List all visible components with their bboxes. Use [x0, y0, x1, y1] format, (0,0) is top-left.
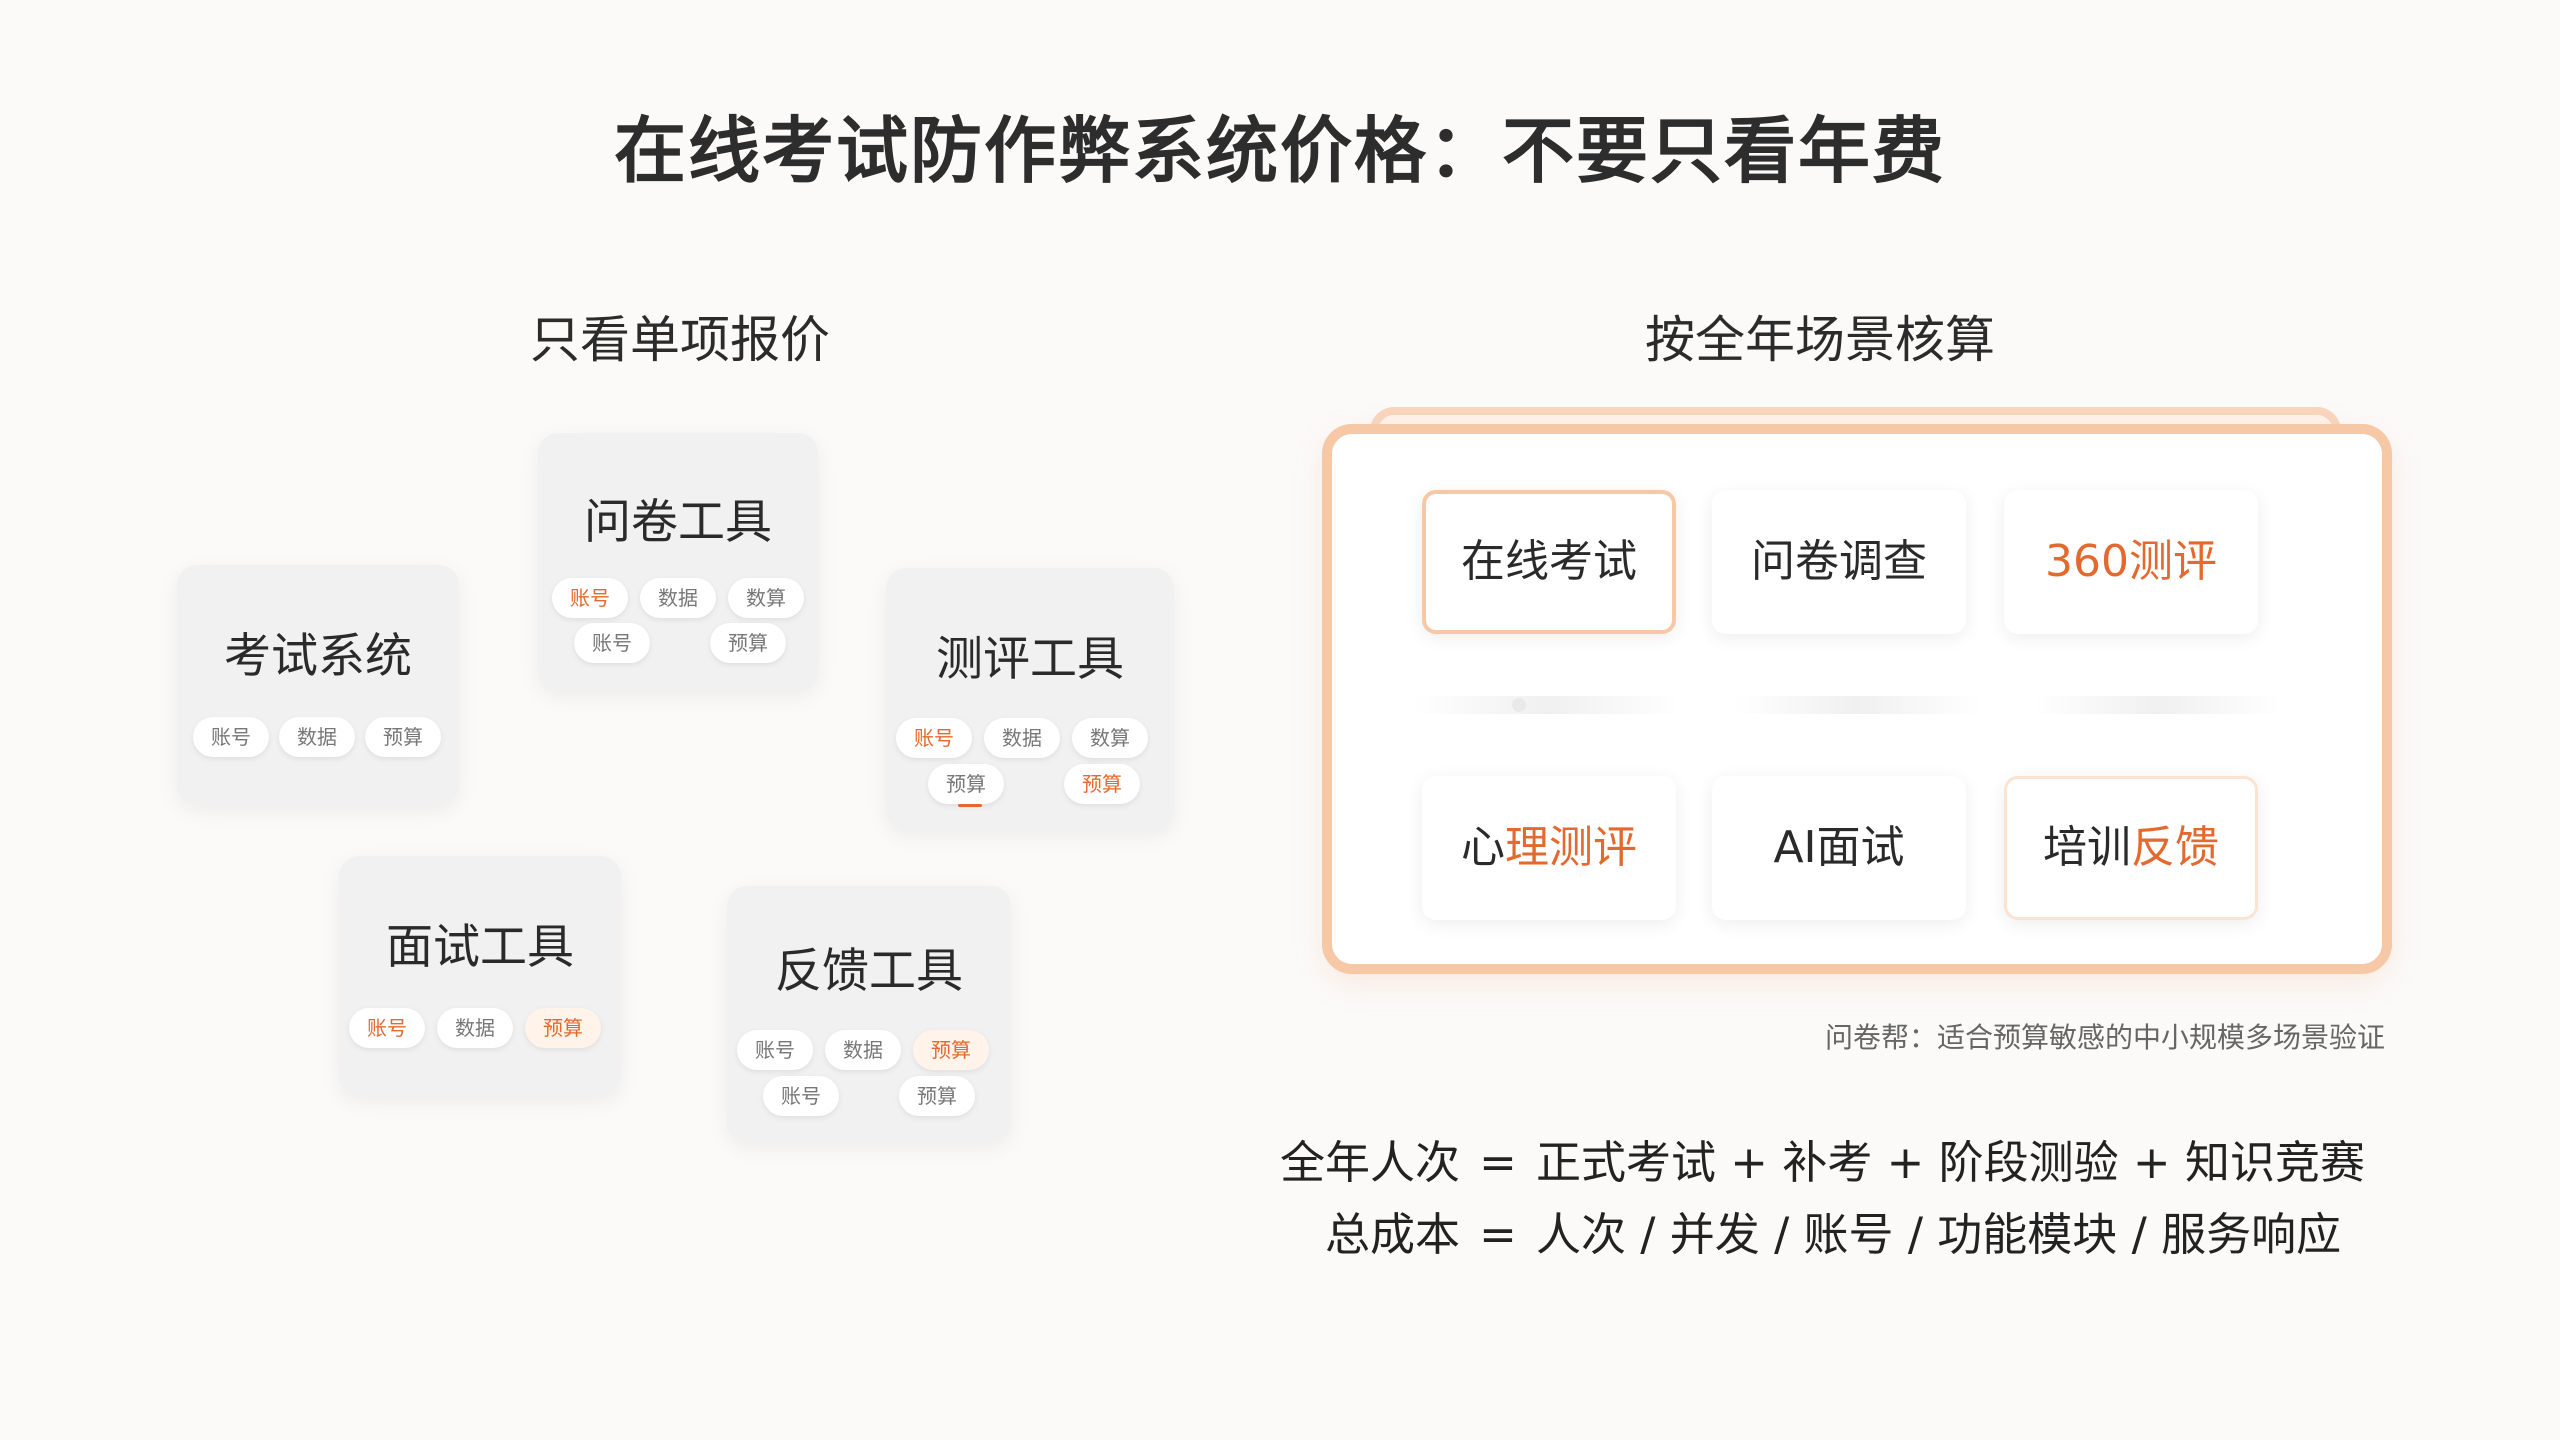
scene-label-part: 理测评 — [1505, 822, 1637, 873]
chip: 数据 — [279, 717, 355, 757]
scene-online-exam: 在线考试 — [1422, 490, 1676, 634]
chip: 预算 — [899, 1076, 975, 1116]
chip: 账号 — [193, 717, 269, 757]
scene-label-part: 反馈 — [2131, 822, 2219, 873]
formula-lhs: 总成本 — [1324, 1208, 1460, 1261]
annual-scenario-frame: 在线考试 问卷调查 360测评 心理测评 AI面试 培训反馈 — [1322, 424, 2392, 974]
chip: 预算 — [365, 717, 441, 757]
formula-rhs: 正式考试 + 补考 + 阶段测验 + 知识竞赛 — [1536, 1136, 2365, 1189]
scene-360-assessment: 360测评 — [2004, 490, 2258, 634]
formula-rhs: 人次 / 并发 / 账号 / 功能模块 / 服务响应 — [1536, 1208, 2342, 1261]
chip: 预算 — [913, 1030, 989, 1070]
highlight-underline — [958, 804, 982, 807]
card-assessment-tool: 测评工具 账号 数据 数算 预算 预算 — [886, 568, 1174, 830]
chip: 账号 — [552, 578, 628, 618]
chip: 账号 — [349, 1008, 425, 1048]
chip: 账号 — [763, 1076, 839, 1116]
chip: 数据 — [825, 1030, 901, 1070]
connector-line — [2032, 696, 2282, 714]
chip: 数据 — [437, 1008, 513, 1048]
right-subtitle: 按全年场景核算 — [1645, 311, 1995, 369]
card-title: 测评工具 — [936, 632, 1124, 687]
formula-equals: = — [1479, 1136, 1517, 1189]
chip: 预算 — [1064, 764, 1140, 804]
formula-total-cost: 总成本 = 人次 / 并发 / 账号 / 功能模块 / 服务响应 — [1280, 1198, 2341, 1263]
chip: 数据 — [640, 578, 716, 618]
scene-ai-interview: AI面试 — [1712, 776, 1966, 920]
chip: 预算 — [928, 764, 1004, 804]
page-title: 在线考试防作弊系统价格：不要只看年费 — [613, 109, 1946, 193]
chip: 数算 — [728, 578, 804, 618]
left-subtitle: 只看单项报价 — [530, 311, 830, 369]
chip: 账号 — [574, 623, 650, 663]
scene-psych-assessment: 心理测评 — [1422, 776, 1676, 920]
formula-lhs: 全年人次 — [1280, 1136, 1461, 1189]
card-title: 面试工具 — [386, 920, 574, 975]
chip: 账号 — [896, 718, 972, 758]
chip: 账号 — [737, 1030, 813, 1070]
chip: 预算 — [525, 1008, 601, 1048]
scene-survey: 问卷调查 — [1712, 490, 1966, 634]
card-title: 考试系统 — [224, 629, 412, 684]
card-title: 反馈工具 — [775, 944, 963, 999]
formula-equals: = — [1479, 1208, 1517, 1261]
chip: 数算 — [1072, 718, 1148, 758]
card-feedback-tool: 反馈工具 账号 数据 预算 账号 预算 — [727, 886, 1011, 1142]
chip: 数据 — [984, 718, 1060, 758]
footnote: 问卷帮：适合预算敏感的中小规模多场景验证 — [1824, 1021, 2385, 1054]
connector-line — [1412, 696, 1682, 714]
scene-label-part: 心 — [1461, 822, 1505, 873]
card-exam-system: 考试系统 账号 数据 预算 — [177, 565, 459, 805]
connector-dot — [1512, 698, 1526, 712]
card-interview-tool: 面试工具 账号 数据 预算 — [339, 856, 621, 1096]
formula-annual-count: 全年人次 = 正式考试 + 补考 + 阶段测验 + 知识竞赛 — [1280, 1126, 2365, 1191]
connector-line — [1732, 696, 1982, 714]
card-survey-tool: 问卷工具 账号 数据 数算 账号 预算 — [538, 433, 818, 691]
scene-training-feedback: 培训反馈 — [2004, 776, 2258, 920]
card-title: 问卷工具 — [584, 495, 772, 550]
chip: 预算 — [710, 623, 786, 663]
scene-label-part: 培训 — [2043, 822, 2131, 873]
